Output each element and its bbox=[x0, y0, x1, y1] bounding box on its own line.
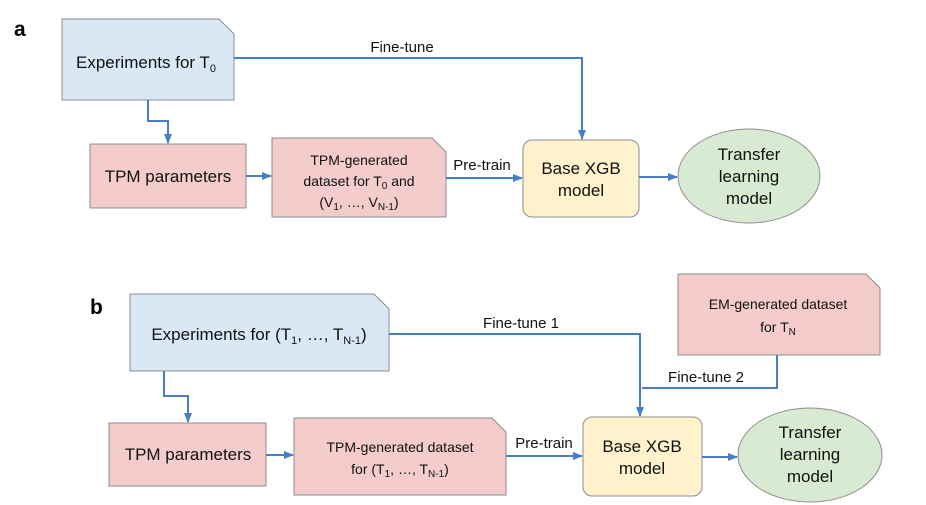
panel-b-base-model-node: Base XGB model bbox=[582, 416, 703, 497]
panel-a-tpm-params-text: TPM parameters bbox=[105, 167, 232, 186]
panel-b-em-line1: EM-generated dataset bbox=[709, 296, 848, 312]
panel-b-tpm-params-node: TPM parameters bbox=[108, 422, 267, 487]
panel-a-edge-finetune bbox=[234, 57, 586, 140]
panel-a-base-model-node: Base XGB model bbox=[522, 139, 640, 218]
panel-a-transfer-model-node: Transfer learning model bbox=[677, 128, 821, 224]
panel-b-em-line2: for TN bbox=[760, 319, 796, 338]
panel-b-experiments-text: Experiments for (T1, …, TN-1) bbox=[151, 325, 366, 347]
panel-b-transfer-model-node: Transfer learning model bbox=[737, 407, 883, 503]
panel-a-transfer-line3: model bbox=[726, 189, 772, 208]
panel-b-finetune2-label: Fine-tune 2 bbox=[668, 369, 744, 386]
panel-b-label: b bbox=[90, 296, 103, 319]
panel-a-dataset-line3: (V1, …, VN-1) bbox=[319, 194, 398, 213]
panel-a-pretrain-label: Pre-train bbox=[453, 157, 511, 174]
panel-b-transfer-line3: model bbox=[787, 467, 833, 486]
panel-b-em-dataset-node: EM-generated dataset for TN bbox=[677, 273, 881, 356]
panel-b-edge-finetune1 bbox=[389, 333, 644, 417]
panel-a-transfer-line1: Transfer bbox=[718, 145, 781, 164]
panel-b-pretrain-label: Pre-train bbox=[515, 435, 573, 452]
panel-a-edge-exp-to-tpm bbox=[147, 100, 172, 144]
panel-a-label: a bbox=[14, 18, 26, 41]
panel-a-base-model-line1: Base XGB bbox=[541, 159, 620, 178]
panel-a-transfer-line2: learning bbox=[719, 167, 780, 186]
panel-a-base-model-line2: model bbox=[558, 181, 604, 200]
panel-b-dataset-line1: TPM-generated dataset bbox=[326, 439, 473, 455]
panel-a-dataset-line2: dataset for T0 and bbox=[303, 173, 414, 192]
panel-b-finetune1-label: Fine-tune 1 bbox=[483, 315, 559, 332]
panel-a-experiments-node: Experiments for T0 bbox=[61, 18, 235, 101]
panel-b-tpm-params-text: TPM parameters bbox=[125, 445, 252, 464]
panel-a-tpm-params-node: TPM parameters bbox=[89, 143, 247, 209]
panel-b-edge-finetune2 bbox=[642, 355, 778, 389]
panel-b-edge-exp-to-tpm bbox=[163, 371, 192, 423]
panel-a-dataset-node: TPM-generated dataset for T0 and (V1, …,… bbox=[271, 137, 447, 218]
panel-a-experiments-text: Experiments for T0 bbox=[76, 53, 216, 75]
panel-b-base-model-line1: Base XGB bbox=[602, 437, 681, 456]
panel-b-dataset-line2: for (T1, …, TN-1) bbox=[351, 461, 449, 480]
panel-b-experiments-node: Experiments for (T1, …, TN-1) bbox=[129, 293, 390, 372]
panel-b-dataset-node: TPM-generated dataset for (T1, …, TN-1) bbox=[293, 417, 507, 496]
panel-b-transfer-line2: learning bbox=[780, 445, 841, 464]
panel-a-finetune-label: Fine-tune bbox=[370, 39, 433, 56]
panel-a-dataset-line1: TPM-generated bbox=[310, 152, 407, 168]
panel-b-base-model-line2: model bbox=[619, 459, 665, 478]
panel-b-transfer-line1: Transfer bbox=[779, 423, 842, 442]
